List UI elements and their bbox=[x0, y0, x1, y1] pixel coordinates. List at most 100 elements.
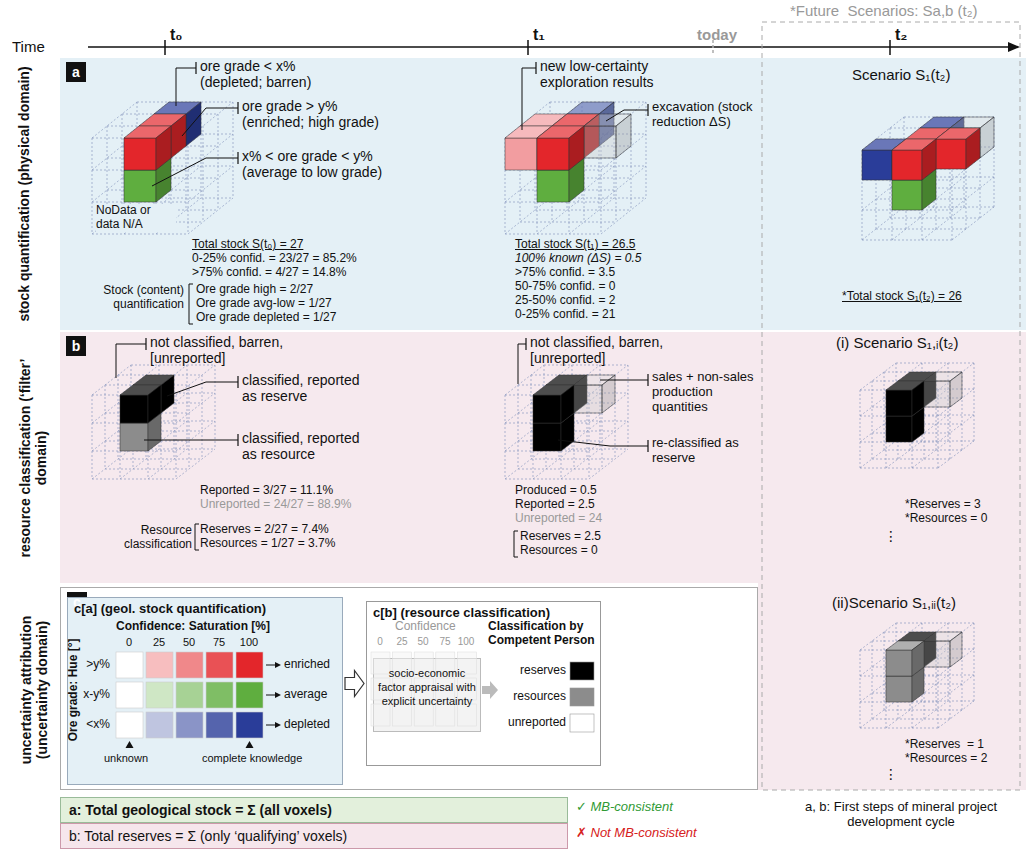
voxel-grid bbox=[860, 363, 896, 390]
annotation-text: Confidence: Saturation [%] bbox=[116, 620, 270, 634]
annotation-text: *Resources = 0 bbox=[905, 512, 987, 526]
voxel-grid bbox=[92, 449, 131, 479]
leader-tick bbox=[237, 434, 238, 446]
leader-tick bbox=[237, 152, 238, 164]
annotation-text: 25 bbox=[390, 636, 414, 648]
annotation-text: 100% known (ΔS) = 0.5 bbox=[515, 252, 641, 266]
voxel-grid bbox=[862, 240, 952, 241]
voxel-grid bbox=[862, 207, 904, 240]
voxel bbox=[533, 395, 561, 423]
annotation-text: *Resources = 2 bbox=[905, 752, 987, 766]
voxel-grid bbox=[896, 623, 974, 624]
voxel-cube bbox=[860, 363, 974, 468]
voxel-grid bbox=[92, 479, 176, 480]
label-anchor: NoData or data N/A bbox=[96, 204, 176, 232]
voxel bbox=[574, 385, 602, 413]
label-anchor: ore grade > y% (enriched; high grade) bbox=[242, 98, 392, 130]
node-text: c[a] (geol. stock quantification) bbox=[68, 598, 342, 619]
label-anchor: Confidence: Saturation [%] bbox=[116, 620, 270, 634]
voxel-grid bbox=[860, 701, 896, 728]
annotation-text: Reported = 3/27 = 11.1% bbox=[200, 484, 333, 498]
voxel bbox=[537, 138, 569, 170]
annotation-text: excavation (stock reduction ΔS) bbox=[652, 100, 757, 130]
voxel bbox=[569, 126, 584, 170]
voxel bbox=[602, 375, 615, 413]
label-anchor: not classified, barren, [unreported] bbox=[530, 334, 695, 366]
annotation-text: sales + non-sales production quantities bbox=[652, 370, 757, 415]
legend-text: average bbox=[284, 688, 327, 702]
voxel-grid bbox=[531, 459, 615, 460]
voxel-grid bbox=[938, 675, 974, 702]
voxel-grid bbox=[105, 469, 189, 470]
voxel-grid bbox=[92, 365, 131, 395]
voxel-grid bbox=[646, 102, 647, 198]
annotation-text: ✗ Not MB-consistent bbox=[576, 826, 697, 841]
voxel-grid bbox=[520, 222, 616, 223]
bracket bbox=[189, 284, 193, 324]
annotation-text: 25-50% confid. = 2 bbox=[515, 294, 615, 308]
label-anchor: 75 bbox=[433, 636, 457, 648]
voxel-grid bbox=[176, 395, 177, 479]
label-anchor: re-classified as reserve bbox=[652, 436, 757, 466]
voxel-grid bbox=[860, 650, 861, 728]
voxel-grid bbox=[533, 449, 572, 479]
leader-tick bbox=[535, 62, 536, 74]
label-anchor: Ore grade avg-low = 1/27 bbox=[196, 297, 332, 311]
label-anchor: Scenario S₁(t₂) bbox=[852, 66, 950, 83]
label-anchor: 75 bbox=[204, 636, 234, 649]
voxel-grid bbox=[589, 449, 628, 479]
annotation-text: x-y% bbox=[80, 688, 110, 702]
leader-tick bbox=[647, 440, 648, 452]
voxel-grid bbox=[505, 479, 589, 480]
annotation-text: re-classified as reserve bbox=[652, 436, 757, 466]
label-anchor: Resources = 0 bbox=[520, 544, 598, 558]
voxel-cube bbox=[860, 623, 974, 728]
confidence-cell bbox=[146, 712, 173, 738]
label-anchor: 25 bbox=[390, 636, 414, 648]
annotation-text: *Future Scenarios: Sa,b (t₂) bbox=[790, 2, 978, 19]
leader-line bbox=[558, 440, 648, 446]
leader-tick bbox=[647, 374, 648, 386]
voxel-grid bbox=[974, 363, 975, 441]
voxel-grid bbox=[876, 229, 966, 230]
legend-text: resources bbox=[500, 690, 566, 704]
annotation-text: complete knowledge bbox=[202, 752, 302, 765]
voxel-cube bbox=[92, 365, 215, 479]
voxel-grid bbox=[505, 234, 601, 235]
voxel bbox=[148, 385, 161, 423]
voxel-grid bbox=[912, 441, 948, 468]
panel-tag: a bbox=[66, 62, 86, 82]
annotation-text: 100 bbox=[454, 636, 478, 648]
legend-arrow bbox=[266, 725, 276, 726]
voxel-cube bbox=[862, 117, 994, 240]
label-anchor: 0-25% confid. = 23/27 = 85.2% bbox=[192, 252, 357, 266]
voxel-grid bbox=[569, 198, 614, 234]
node-text: socio-economic factor appraisal with exp… bbox=[374, 659, 480, 716]
annotation-text: Total stock S(t₁) = 26.5 bbox=[515, 238, 635, 252]
voxel bbox=[156, 126, 171, 170]
faded-cell bbox=[457, 704, 476, 726]
label-anchor: *Reserves = 3 bbox=[905, 498, 981, 512]
label-anchor: Resource classification bbox=[88, 524, 192, 552]
voxel-grid bbox=[872, 381, 873, 459]
faded-cell bbox=[436, 704, 455, 726]
voxel-grid bbox=[938, 415, 974, 442]
confidence-cell bbox=[206, 652, 233, 678]
label-anchor: classified, reported as reserve bbox=[242, 372, 377, 404]
label-anchor: ⋮ bbox=[884, 528, 898, 544]
faded-cell bbox=[436, 678, 455, 700]
voxel-grid bbox=[952, 207, 994, 240]
voxel-grid bbox=[148, 449, 187, 479]
annotation-text: Unreported = 24/27 = 88.9% bbox=[200, 498, 351, 512]
label-anchor: Produced = 0.5 bbox=[515, 484, 597, 498]
legend-text: enriched bbox=[284, 658, 330, 672]
voxel-grid bbox=[896, 363, 974, 364]
legend-arrow bbox=[266, 695, 276, 696]
scale-marker bbox=[246, 741, 254, 748]
voxel bbox=[186, 102, 201, 146]
annotation-text: Stock (content) quantification bbox=[88, 284, 184, 312]
voxel bbox=[886, 416, 912, 442]
time-tick bbox=[164, 40, 166, 55]
leader-tick bbox=[195, 62, 196, 74]
